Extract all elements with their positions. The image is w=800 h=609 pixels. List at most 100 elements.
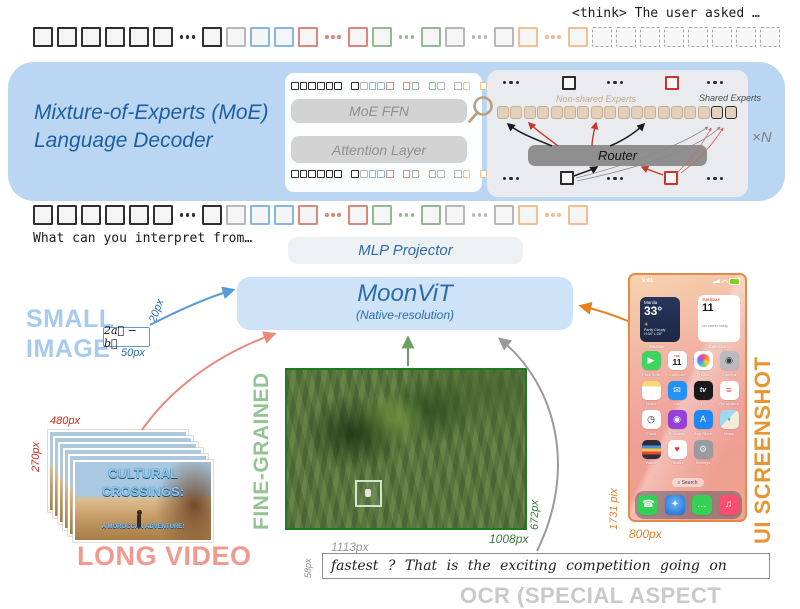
token-square <box>711 27 732 47</box>
think-text: <think> The user asked … <box>572 6 760 21</box>
app-cell[interactable]: ◉Camera <box>716 351 742 377</box>
token-square <box>81 205 101 225</box>
phone-status-bar: 9:41 <box>630 277 745 285</box>
token-square <box>274 27 295 47</box>
photos-icon[interactable] <box>693 351 713 370</box>
token-square <box>81 27 101 47</box>
messages-icon[interactable]: … <box>691 495 712 515</box>
token-square <box>479 82 488 90</box>
token-square <box>402 170 411 178</box>
app-cell[interactable]: ◉Podcasts <box>664 410 690 436</box>
podcasts-icon[interactable]: ◉ <box>667 410 687 429</box>
repeat-n-label: ×N <box>752 129 772 146</box>
video-width-label: 480px <box>50 415 80 427</box>
token-square <box>615 27 636 47</box>
app-cell[interactable]: ≡Reminders <box>716 380 742 406</box>
token-square <box>153 205 173 225</box>
token-square <box>371 205 392 225</box>
expert-cell <box>523 106 536 119</box>
crop-height-label: 672px <box>529 500 541 530</box>
mail-icon[interactable]: ✉ <box>667 380 687 400</box>
mini-token-row-bottom <box>291 170 488 178</box>
health-icon[interactable]: ♥ <box>667 439 687 459</box>
fine-grained-image <box>285 368 527 530</box>
clock-icon[interactable]: ◷ <box>641 410 661 429</box>
token-square <box>377 82 385 90</box>
appstore-icon[interactable]: A <box>693 410 713 429</box>
weather-widget: Manila 33° ☀ Partly Cloudy H:34° L:26° <box>640 297 680 342</box>
dock: ☎ ✦… ♫ <box>635 491 742 519</box>
signal-icon <box>713 279 720 284</box>
token-square <box>494 205 515 225</box>
long-video-label: LONG VIDEO <box>77 541 252 571</box>
app-label: FaceTime <box>642 371 660 377</box>
ellipsis-dots <box>607 81 624 85</box>
prompt-text: What can you interpret from… <box>33 231 253 246</box>
token-square-black <box>562 76 576 90</box>
app-cell[interactable]: Wallet <box>638 439 664 465</box>
app-cell[interactable]: Notes <box>638 380 664 406</box>
token-square <box>105 205 125 225</box>
token-square <box>371 27 392 47</box>
token-ellipsis <box>545 35 561 39</box>
app-cell[interactable]: ●Maps <box>716 410 742 436</box>
token-square <box>437 82 445 90</box>
ocr-height-label: 58px <box>303 558 313 578</box>
phone-height-label: 1731 pix <box>608 488 620 530</box>
shared-expert-cell <box>711 106 724 119</box>
token-square <box>591 27 612 47</box>
token-square <box>325 82 334 90</box>
token-row-input <box>33 205 588 225</box>
shared-expert-cell <box>724 106 737 119</box>
token-ellipsis <box>472 35 488 39</box>
app-cell[interactable]: ⚙Settings <box>690 439 716 465</box>
app-cell[interactable]: ♥Health <box>664 439 690 465</box>
expert-cell <box>537 106 550 119</box>
settings-icon[interactable]: ⚙ <box>693 439 713 459</box>
token-square <box>298 205 319 225</box>
mini-token-row-top <box>291 82 488 90</box>
ellipsis-dots <box>607 177 624 181</box>
music-icon[interactable]: ♫ <box>718 495 739 515</box>
token-square <box>360 170 368 178</box>
non-shared-experts-label: Non-shared Experts <box>556 94 637 104</box>
phone-icon[interactable]: ☎ <box>638 495 659 515</box>
search-pill[interactable]: ⌕ Search <box>671 478 704 487</box>
token-square <box>299 170 308 178</box>
token-square <box>421 27 442 47</box>
notes-icon[interactable] <box>641 380 661 400</box>
token-square <box>479 170 488 178</box>
expert-cell <box>497 106 509 119</box>
small-image-width-label: 50px <box>121 347 145 359</box>
app-label: Calendar <box>668 371 686 377</box>
expert-cell <box>697 106 710 119</box>
app-cell[interactable]: Photos <box>690 351 716 377</box>
facetime-icon[interactable]: ▶ <box>641 351 661 370</box>
tv-icon[interactable]: tv <box>693 380 713 400</box>
token-square <box>567 205 588 225</box>
token-square <box>494 27 515 47</box>
phone-screenshot: 9:41 Manila 33° ☀ Partly Cloudy H:34° L:… <box>628 273 747 522</box>
token-square <box>368 170 377 178</box>
safari-icon[interactable]: ✦ <box>665 495 686 515</box>
app-label: Camera <box>721 371 737 377</box>
person-silhouette <box>136 510 142 528</box>
wallet-icon[interactable] <box>641 439 661 459</box>
app-cell[interactable]: ✉Mail <box>664 380 690 406</box>
token-square-red <box>665 76 679 90</box>
reminders-icon[interactable]: ≡ <box>719 380 739 400</box>
app-cell[interactable]: ◷Clock <box>638 410 664 436</box>
token-square <box>299 82 308 90</box>
maps-icon[interactable]: ● <box>719 410 739 429</box>
token-square <box>129 205 149 225</box>
app-cell[interactable]: ▶FaceTime <box>638 351 664 377</box>
expert-cell <box>657 106 670 119</box>
app-label: App Store <box>694 430 712 436</box>
expert-cell <box>577 106 590 119</box>
camera-icon[interactable]: ◉ <box>719 351 739 370</box>
